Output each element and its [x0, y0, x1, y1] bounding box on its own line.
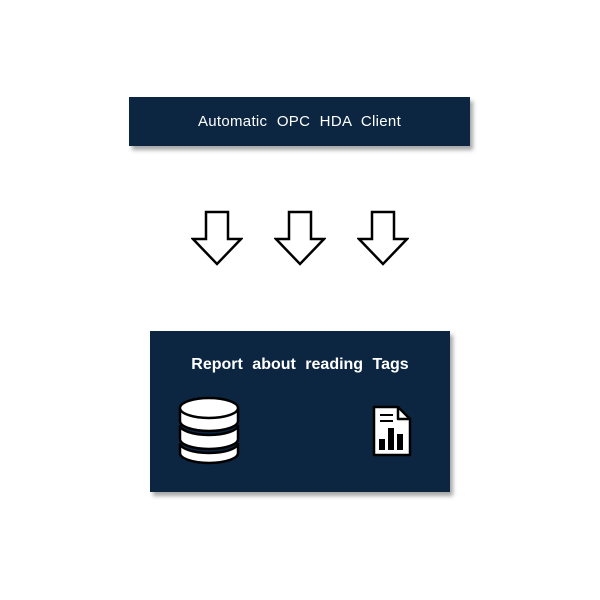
opc-hda-client-title: Automatic OPC HDA Client: [197, 113, 402, 130]
database-icon: [178, 396, 240, 465]
report-box: Report about reading Tags: [150, 331, 450, 492]
report-title: Report about reading Tags: [191, 356, 409, 373]
down-arrow-icon: [274, 210, 326, 266]
report-chart-icon: [372, 405, 412, 457]
opc-hda-client-box: Automatic OPC HDA Client: [129, 97, 470, 146]
down-arrow-icon: [191, 210, 243, 266]
down-arrow-icon: [357, 210, 409, 266]
